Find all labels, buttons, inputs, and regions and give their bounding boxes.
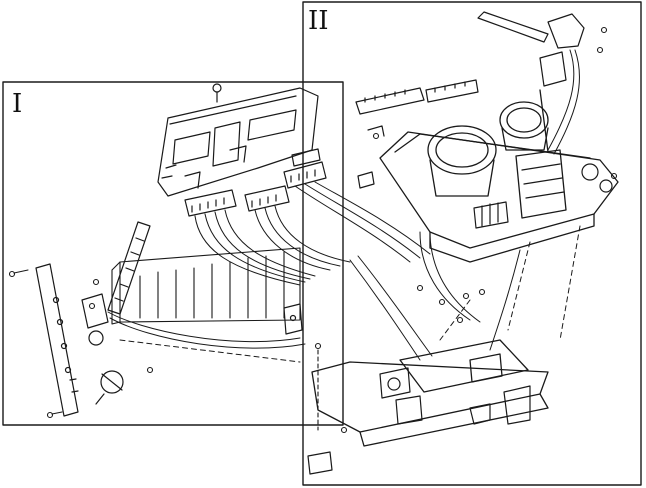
gear-shift-boot xyxy=(515,89,567,219)
dash-lower-panel xyxy=(157,87,319,197)
speedometer xyxy=(427,125,497,197)
lower-tray-grille xyxy=(111,247,301,325)
console-harness xyxy=(349,231,521,361)
side-bracket xyxy=(107,221,151,315)
panel-2-frame xyxy=(302,1,642,486)
wiring-harness xyxy=(107,181,431,349)
switch-mounting-plate xyxy=(35,263,79,417)
panel-1-label: I xyxy=(12,89,22,119)
console-screws xyxy=(372,26,618,180)
connector-block-right xyxy=(283,148,327,189)
rheostat-switch xyxy=(81,293,109,346)
mounting-screws-left xyxy=(8,269,154,419)
frame-brackets xyxy=(307,385,531,475)
lower-console-frame xyxy=(311,339,549,447)
small-bracket-left xyxy=(357,125,385,189)
warning-lamp-strips xyxy=(355,79,479,115)
dashed-alignment-line xyxy=(119,339,301,363)
panel-1-frame xyxy=(2,81,344,426)
dashed-guide-lines xyxy=(439,225,581,341)
switch-bank xyxy=(473,201,509,229)
rotary-switch xyxy=(95,370,124,405)
panel-screw xyxy=(212,83,222,103)
relay-assembly xyxy=(379,367,423,425)
panel-2-label: II xyxy=(308,6,329,36)
round-indicator xyxy=(581,163,613,193)
tachometer xyxy=(499,101,549,151)
connector-block-middle xyxy=(244,185,290,212)
frame-screws xyxy=(314,284,486,434)
steering-column-wires xyxy=(547,49,580,155)
harness-clamp xyxy=(283,303,303,335)
connector-block-left xyxy=(184,189,237,217)
turn-signal-stalk xyxy=(477,11,585,87)
